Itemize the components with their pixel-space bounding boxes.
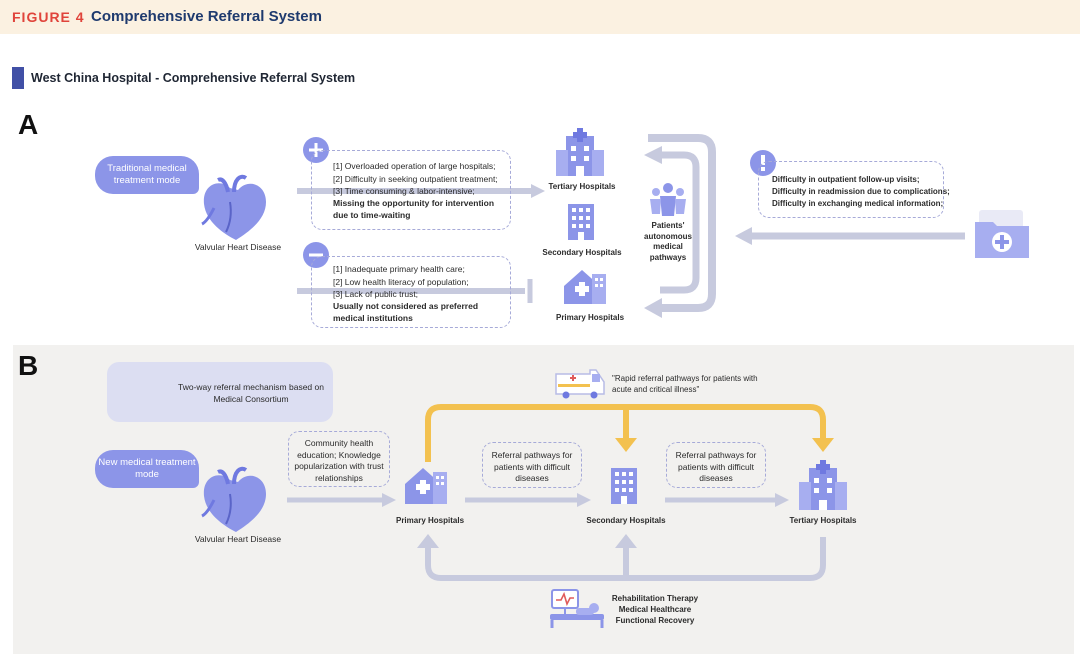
ambulance-icon bbox=[555, 369, 605, 399]
figure-header bbox=[0, 0, 1080, 34]
tertiary-hospitals-label-b: Tertiary Hospitals bbox=[789, 516, 857, 525]
disease-label-a: Valvular Heart Disease bbox=[194, 242, 282, 252]
primary-issue-conclusion: Usually not considered as preferred medi… bbox=[333, 301, 479, 323]
patients-pathways-label: Patients' autonomous medical pathways bbox=[644, 221, 692, 262]
panel-b-referral-arrows bbox=[287, 493, 826, 581]
overload-item-3: [3] Time consuming & labor-intensive; bbox=[333, 186, 475, 196]
heart-icon bbox=[201, 174, 266, 240]
figure-title: Comprehensive Referral System bbox=[91, 8, 322, 25]
tertiary-hospital-icon-b bbox=[799, 460, 847, 510]
primary-issue-item-2: [2] Low health literacy of population; bbox=[333, 277, 469, 287]
minus-circle-icon bbox=[303, 242, 329, 268]
referral-box-1 bbox=[482, 442, 582, 488]
overload-conclusion: Missing the opportunity for intervention… bbox=[333, 198, 495, 220]
mechanism-panel bbox=[107, 362, 333, 422]
panel-b-letter: B bbox=[18, 350, 39, 381]
disease-label-b: Valvular Heart Disease bbox=[194, 534, 282, 544]
primary-hospital-icon bbox=[564, 270, 606, 304]
mechanism-label: Two-way referral mechanism based on Medi… bbox=[178, 382, 324, 404]
figure-number: FIGURE 4 bbox=[12, 9, 85, 25]
tertiary-hospitals-label-a: Tertiary Hospitals bbox=[548, 182, 616, 191]
referral-box-2 bbox=[666, 442, 766, 488]
heart-icon-b bbox=[201, 466, 266, 532]
primary-issue-item-1: [1] Inadequate primary health care; bbox=[333, 264, 465, 274]
rehab-line-3: Functional Recovery bbox=[615, 616, 695, 625]
difficulties-box bbox=[758, 161, 944, 218]
panel-b-rapid-arrows bbox=[425, 404, 834, 462]
primary-hospitals-label-a: Primary Hospitals bbox=[555, 313, 625, 322]
primary-issues-box bbox=[311, 256, 511, 328]
subtitle-marker bbox=[12, 67, 24, 89]
difficulty-item-1: Difficulty in outpatient follow-up visit… bbox=[772, 175, 920, 184]
new-mode-bubble: New medical treatment mode bbox=[95, 450, 199, 488]
secondary-hospitals-label-b: Secondary Hospitals bbox=[586, 516, 666, 525]
panel-a-arrows bbox=[297, 134, 965, 318]
overload-item-1: [1] Overloaded operation of large hospit… bbox=[333, 161, 496, 171]
secondary-hospitals-label-a: Secondary Hospitals bbox=[542, 248, 622, 257]
difficulty-item-2: Difficulty in readmission due to complic… bbox=[772, 187, 950, 196]
difficulty-item-3: Difficulty in exchanging medical informa… bbox=[772, 199, 944, 208]
overload-issues-box bbox=[311, 150, 511, 230]
primary-issue-item-3: [3] Lack of public trust; bbox=[333, 289, 419, 299]
medical-folder-icon bbox=[975, 210, 1029, 258]
rapid-referral-label: "Rapid referral pathways for patients wi… bbox=[612, 374, 758, 394]
community-education-label: Community health education; Knowledge po… bbox=[294, 438, 384, 483]
secondary-hospital-icon-b bbox=[611, 468, 637, 504]
referral-label-2: Referral pathways for patients with diff… bbox=[675, 450, 757, 483]
primary-hospital-icon-b bbox=[405, 468, 447, 504]
rehab-line-1: Rehabilitation Therapy bbox=[611, 594, 699, 603]
secondary-hospital-icon bbox=[568, 204, 594, 240]
traditional-mode-bubble: Traditional medical treatment mode bbox=[95, 156, 199, 194]
patients-group-icon bbox=[650, 183, 686, 216]
overload-item-2: [2] Difficulty in seeking outpatient tre… bbox=[333, 174, 498, 184]
tertiary-hospital-icon bbox=[556, 128, 604, 176]
rehab-line-2: Medical Healthcare bbox=[618, 605, 692, 614]
rehabilitation-bed-icon bbox=[550, 589, 604, 628]
community-education-box bbox=[288, 431, 390, 487]
subtitle: West China Hospital - Comprehensive Refe… bbox=[31, 71, 356, 85]
primary-hospitals-label-b: Primary Hospitals bbox=[395, 516, 465, 525]
panel-a-letter: A bbox=[18, 109, 39, 140]
referral-label-1: Referral pathways for patients with diff… bbox=[491, 450, 573, 483]
